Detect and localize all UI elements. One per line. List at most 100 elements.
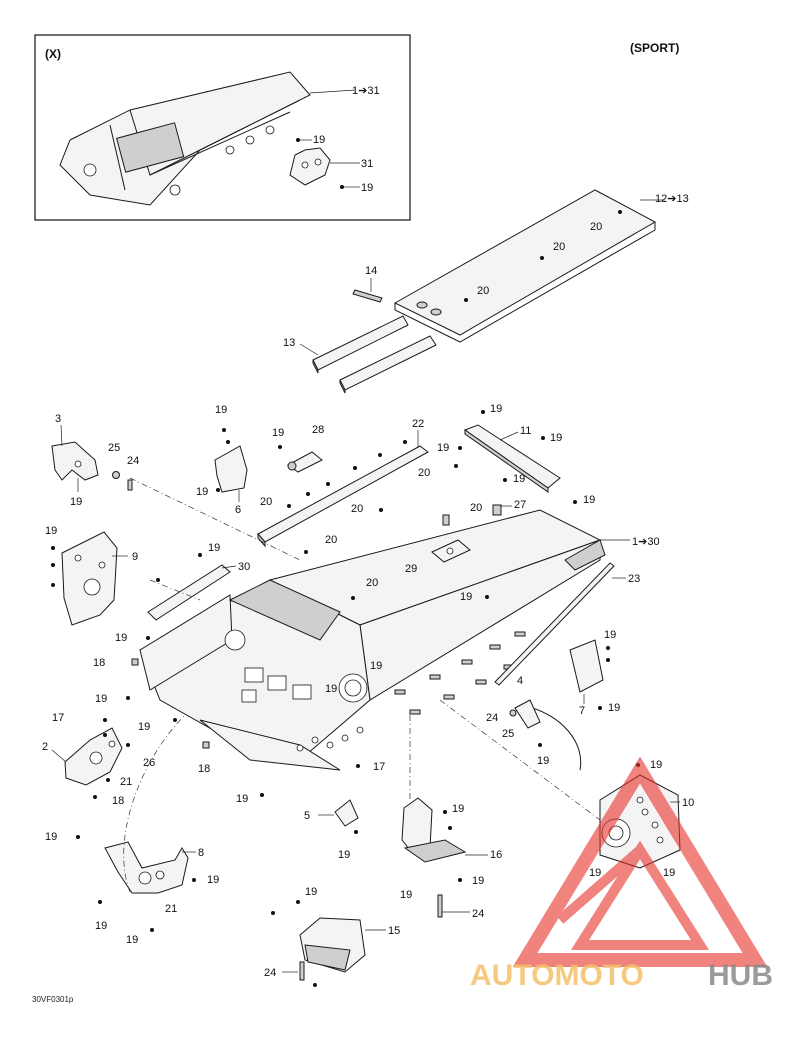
callout-11: 11: [520, 425, 531, 437]
callout-19: 19: [138, 721, 150, 733]
callout-19: 19: [95, 920, 107, 932]
inset-panel: (X) 1➔31 19 31 19: [34, 34, 411, 221]
callout-18: 18: [112, 795, 124, 807]
bracket-29: [431, 539, 471, 563]
inset-frame-drawing: [59, 71, 311, 206]
callout-19: 19: [126, 934, 138, 946]
bracket-8: [104, 841, 189, 894]
callout-16: 16: [490, 849, 502, 861]
rail-23: [494, 562, 615, 686]
bracket-5: [334, 799, 359, 827]
callout-19: 19: [196, 486, 208, 498]
tunnel-cover-12: [393, 189, 657, 343]
callout-20: 20: [325, 534, 337, 546]
bracket-9: [61, 531, 118, 626]
callout-25: 25: [502, 728, 514, 740]
callout-19: 19: [589, 867, 601, 879]
model-label: (SPORT): [630, 41, 679, 55]
inset-label: (X): [45, 47, 61, 61]
callout-22: 22: [412, 418, 424, 430]
callout-27: 27: [514, 499, 526, 511]
callout-20: 20: [477, 285, 489, 297]
callout-19: 19: [305, 886, 317, 898]
callout-19: 19: [45, 525, 57, 537]
callout-29: 29: [405, 563, 417, 575]
callout-19: 19: [325, 683, 337, 695]
callout-12-13: 12➔13: [655, 193, 689, 205]
bumper-4: [514, 699, 582, 771]
callout-2: 2: [42, 741, 48, 753]
callout-20: 20: [351, 503, 363, 515]
callout-21: 21: [120, 776, 132, 788]
callout-28: 28: [312, 424, 324, 436]
callout-18: 18: [198, 763, 210, 775]
callout-24: 24: [486, 712, 498, 724]
drawing-code: 30VF0301p: [32, 995, 74, 1004]
callout-19: 19: [338, 849, 350, 861]
callout-24: 24: [472, 908, 484, 920]
callout-20: 20: [590, 221, 602, 233]
callout-18: 18: [93, 657, 105, 669]
callout-19: 19: [650, 759, 662, 771]
callout-19: 19: [550, 432, 562, 444]
callout-19: 19: [45, 831, 57, 843]
callout-19: 19: [437, 442, 449, 454]
callout-19: 19: [604, 629, 616, 641]
callout-7: 7: [579, 705, 585, 717]
bracket-3: [51, 441, 99, 481]
callout-19: 19: [70, 496, 82, 508]
callout-30: 30: [238, 561, 250, 573]
bracket-7: [569, 639, 610, 693]
callout-24: 24: [127, 455, 139, 467]
callout-23: 23: [628, 573, 640, 585]
bracket-15: [299, 917, 366, 973]
callout-4: 4: [517, 675, 523, 687]
callout-19: 19: [513, 473, 525, 485]
callout-26: 26: [143, 757, 155, 769]
rail-22: [257, 445, 429, 548]
callout-21: 21: [165, 903, 177, 915]
inset-bracket-31: [289, 147, 331, 186]
callout-20: 20: [366, 577, 378, 589]
callout-10: 10: [682, 797, 694, 809]
callout-19: 19: [95, 693, 107, 705]
callout-24: 24: [264, 967, 276, 979]
watermark-text-a: AUTOMOTO: [470, 959, 644, 992]
callout-6: 6: [235, 504, 241, 516]
callout-13: 13: [283, 337, 295, 349]
callout-31: 31: [361, 158, 373, 170]
callout-20: 20: [418, 467, 430, 479]
callout-17: 17: [373, 761, 385, 773]
callout-19: 19: [272, 427, 284, 439]
callout-19: 19: [490, 403, 502, 415]
callout-14: 14: [365, 265, 377, 277]
watermark-text-b: HUB: [708, 959, 773, 992]
bracket-2: [64, 727, 123, 786]
callout-19: 19: [460, 591, 472, 603]
callout-19: 19: [208, 542, 220, 554]
bracket-30: [147, 564, 231, 621]
callout-17: 17: [52, 712, 64, 724]
callout-19: 19: [400, 889, 412, 901]
watermark-logo: [512, 756, 768, 967]
callout-19: 19: [608, 702, 620, 714]
strip-14: [352, 289, 383, 303]
callout-1-30: 1➔30: [632, 536, 660, 548]
callout-19: 19: [361, 182, 373, 194]
callout-9: 9: [132, 551, 138, 563]
callout-19: 19: [452, 803, 464, 815]
callout-19: 19: [313, 134, 325, 146]
callout-8: 8: [198, 847, 204, 859]
callout-20: 20: [553, 241, 565, 253]
callout-19: 19: [472, 875, 484, 887]
callout-20: 20: [260, 496, 272, 508]
callout-15: 15: [388, 925, 400, 937]
callout-1-31: 1➔31: [352, 85, 380, 97]
callout-19: 19: [370, 660, 382, 672]
callout-19: 19: [537, 755, 549, 767]
bracket-28: [287, 451, 323, 473]
bracket-6: [214, 428, 248, 493]
callout-19: 19: [207, 874, 219, 886]
callout-19: 19: [663, 867, 675, 879]
